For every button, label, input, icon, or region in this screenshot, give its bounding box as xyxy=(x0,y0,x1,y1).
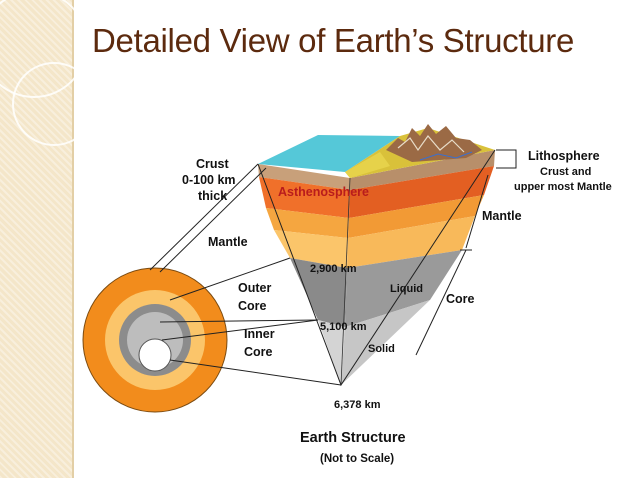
depth-5100-label: 5,100 km xyxy=(320,321,367,333)
connector-lines xyxy=(149,163,342,386)
caption-subtitle: (Not to Scale) xyxy=(320,453,394,465)
ocean-surface xyxy=(258,135,400,172)
outer-core-label-2: Core xyxy=(238,299,267,313)
lower-mantle-layer-left xyxy=(274,230,348,268)
upper-mantle-layer-right xyxy=(348,195,484,238)
crust-thickness-label: 0-100 km xyxy=(182,173,236,187)
inner-core xyxy=(138,338,172,372)
asthenosphere-label: Asthenosphere xyxy=(278,185,369,199)
depth-2900-label: 2,900 km xyxy=(310,263,357,275)
core-label: Core xyxy=(446,292,475,306)
lithosphere-desc-1: Crust and xyxy=(540,166,591,178)
crust-layer-left xyxy=(258,164,350,190)
liquid-label: Liquid xyxy=(390,283,423,295)
wedge-left-face xyxy=(258,164,350,385)
core-bracket xyxy=(415,249,467,356)
solid-label: Solid xyxy=(368,343,395,355)
outer-core-layer-right xyxy=(345,250,462,327)
caption-title: Earth Structure xyxy=(300,430,406,446)
inner-core-label-2: Core xyxy=(244,345,273,359)
wedge-top-surface xyxy=(258,124,495,178)
inner-core-label-1: Inner xyxy=(244,327,275,341)
continent-edge xyxy=(345,152,390,178)
wedge-center-edge xyxy=(340,177,351,386)
earth-cross-section xyxy=(82,267,228,413)
side-band-edge xyxy=(72,0,74,478)
asthenosphere-layer-right xyxy=(349,166,494,218)
depth-6378-label: 6,378 km xyxy=(334,399,381,411)
decorative-ring xyxy=(12,62,96,146)
mantle-left-label: Mantle xyxy=(208,235,248,249)
crust-label: Crust xyxy=(196,157,229,171)
lithosphere-bracket xyxy=(496,149,517,169)
slide-title: Detailed View of Earth’s Structure xyxy=(92,22,574,59)
mantle-right-label: Mantle xyxy=(482,209,522,223)
outer-core-label-1: Outer xyxy=(238,281,271,295)
lithosphere-label: Lithosphere xyxy=(528,149,600,163)
river-line xyxy=(419,151,473,161)
inner-core-layer-left xyxy=(318,320,345,385)
upper-mantle-layer-left xyxy=(266,208,349,238)
mantle-bracket xyxy=(465,174,489,249)
inner-core-layer-right xyxy=(341,300,430,385)
crust-layer-right xyxy=(350,150,495,190)
outer-core-layer-left xyxy=(290,258,347,327)
crust-thick-label: thick xyxy=(198,189,227,203)
mountain-ridges xyxy=(397,135,465,153)
asthenosphere-layer-left xyxy=(259,177,350,218)
lithosphere-desc-2: upper most Mantle xyxy=(514,181,612,193)
